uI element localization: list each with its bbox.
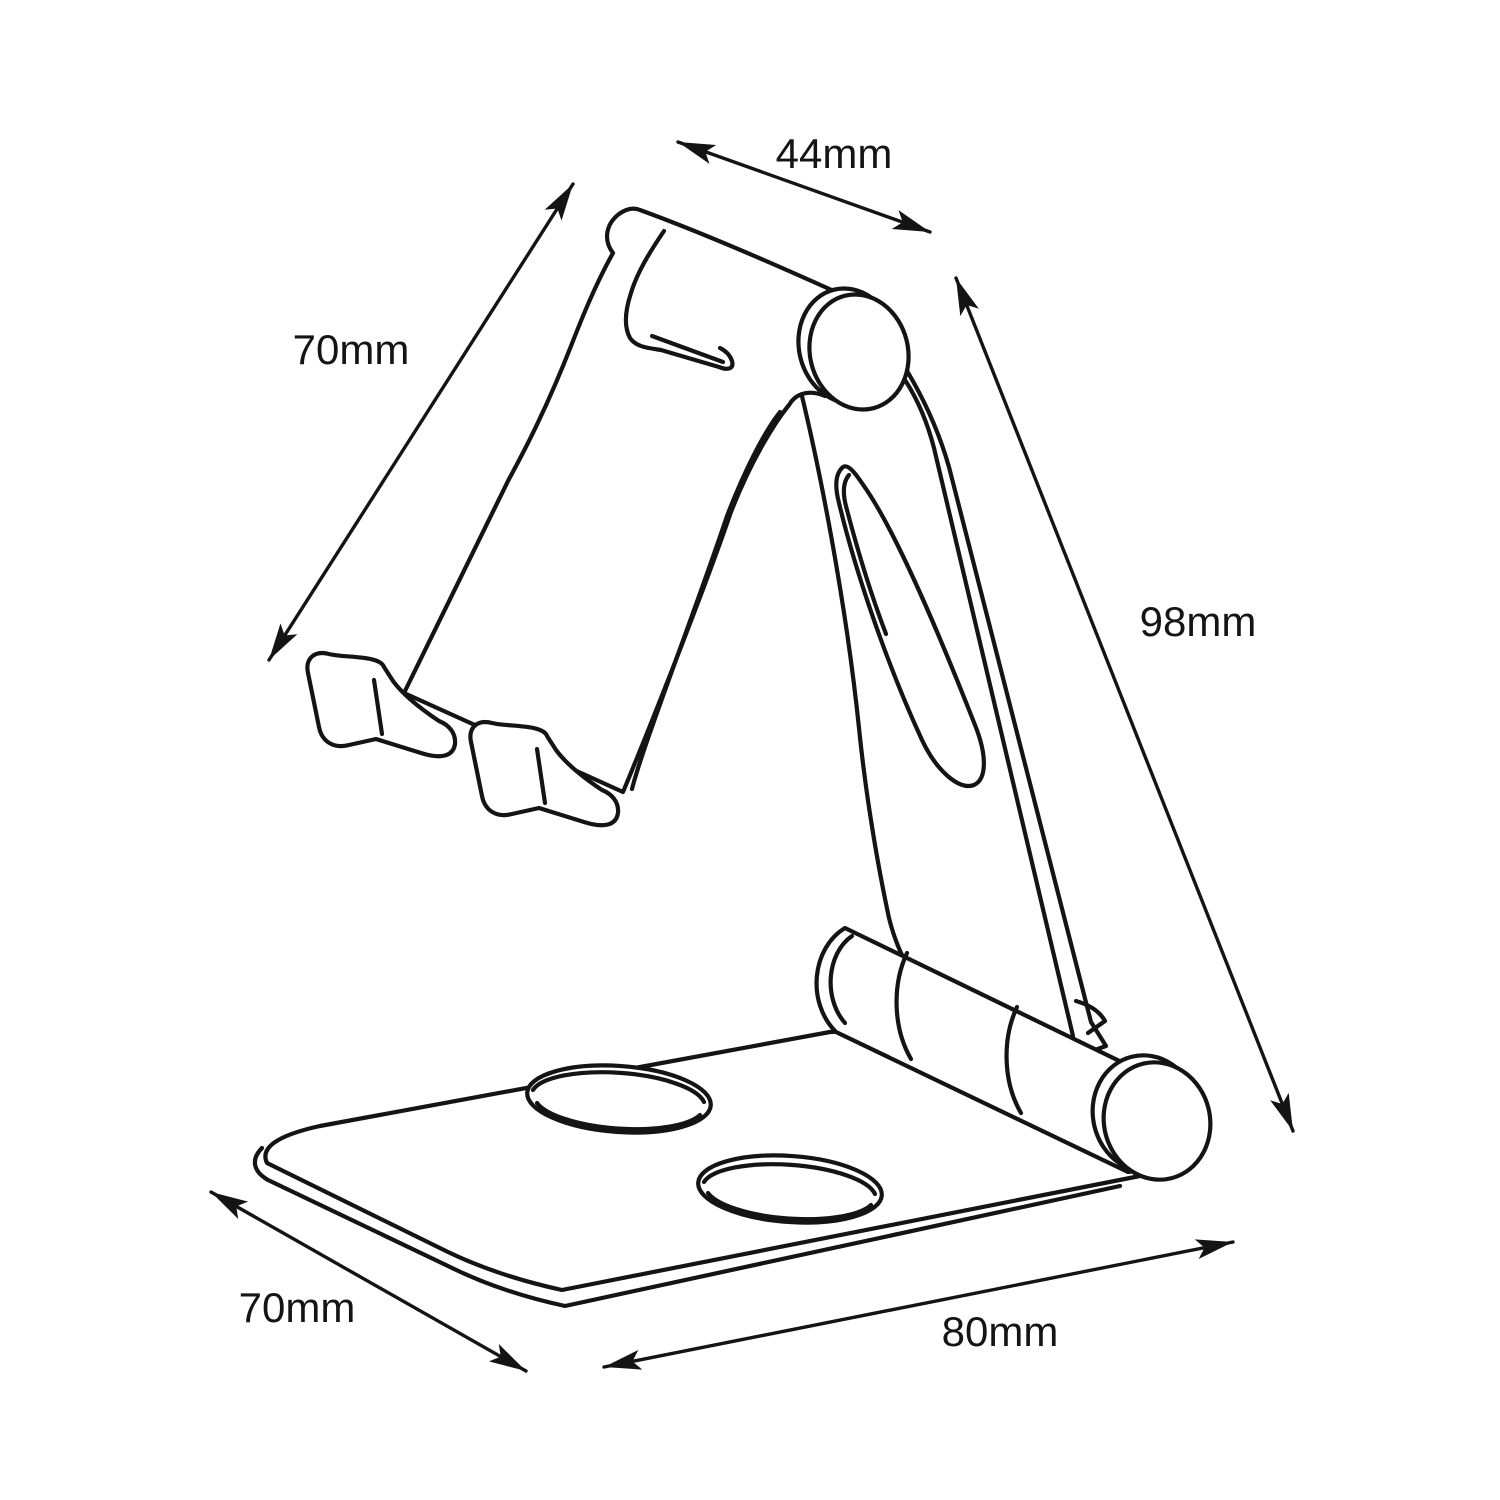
stand-drawing [252, 206, 1213, 1309]
dim-label-base-depth: 70mm [239, 1284, 356, 1331]
base-hole-rear [525, 1063, 713, 1135]
phone-hook-left-fold [371, 677, 385, 737]
dim-arrow-base-depth [209, 1190, 528, 1373]
bottom-hinge-left-rim [828, 933, 855, 1026]
front-arm-panel [401, 206, 854, 795]
phone-hook-left-body [305, 650, 458, 759]
dimension-annotations: 44mm 70mm 98mm 70mm 80mm [209, 130, 1295, 1373]
rear-leg-cutout-inner-edge [841, 472, 889, 637]
base-hole-front-rim [701, 1162, 878, 1197]
base-hole-rear-bore [534, 1100, 703, 1132]
base-hole-front-bore [705, 1190, 874, 1222]
top-hinge-cap [807, 292, 911, 412]
dim-arrow-front-arm-length [267, 182, 575, 662]
rear-leg-fold-line [902, 377, 1076, 1039]
base-hole-front [696, 1153, 884, 1225]
top-hinge [623, 228, 911, 412]
dim-label-rear-leg-height: 98mm [1140, 598, 1257, 645]
base-hole-rear-rim [530, 1070, 707, 1105]
top-hinge-bracket [623, 228, 735, 371]
phone-hook-right-fold [534, 746, 548, 806]
phone-hook-right-body [468, 719, 621, 828]
dim-arrow-base-width [602, 1239, 1235, 1370]
base-hole-rear-opening [525, 1063, 713, 1135]
dim-arrow-hinge-width [676, 140, 932, 234]
bottom-hinge-knuckle-line-1 [894, 950, 914, 1062]
dim-arrow-rear-leg-height [954, 276, 1295, 1133]
top-hinge-bracket-inner-edge [649, 333, 726, 365]
front-arm-fold-line [629, 409, 783, 792]
front-arm [401, 206, 854, 795]
phone-hook-right [468, 719, 621, 828]
dim-label-base-width: 80mm [942, 1308, 1059, 1355]
dim-label-hinge-width: 44mm [776, 130, 893, 177]
dim-label-front-arm-length: 70mm [293, 326, 410, 373]
phone-hook-left [305, 650, 458, 759]
